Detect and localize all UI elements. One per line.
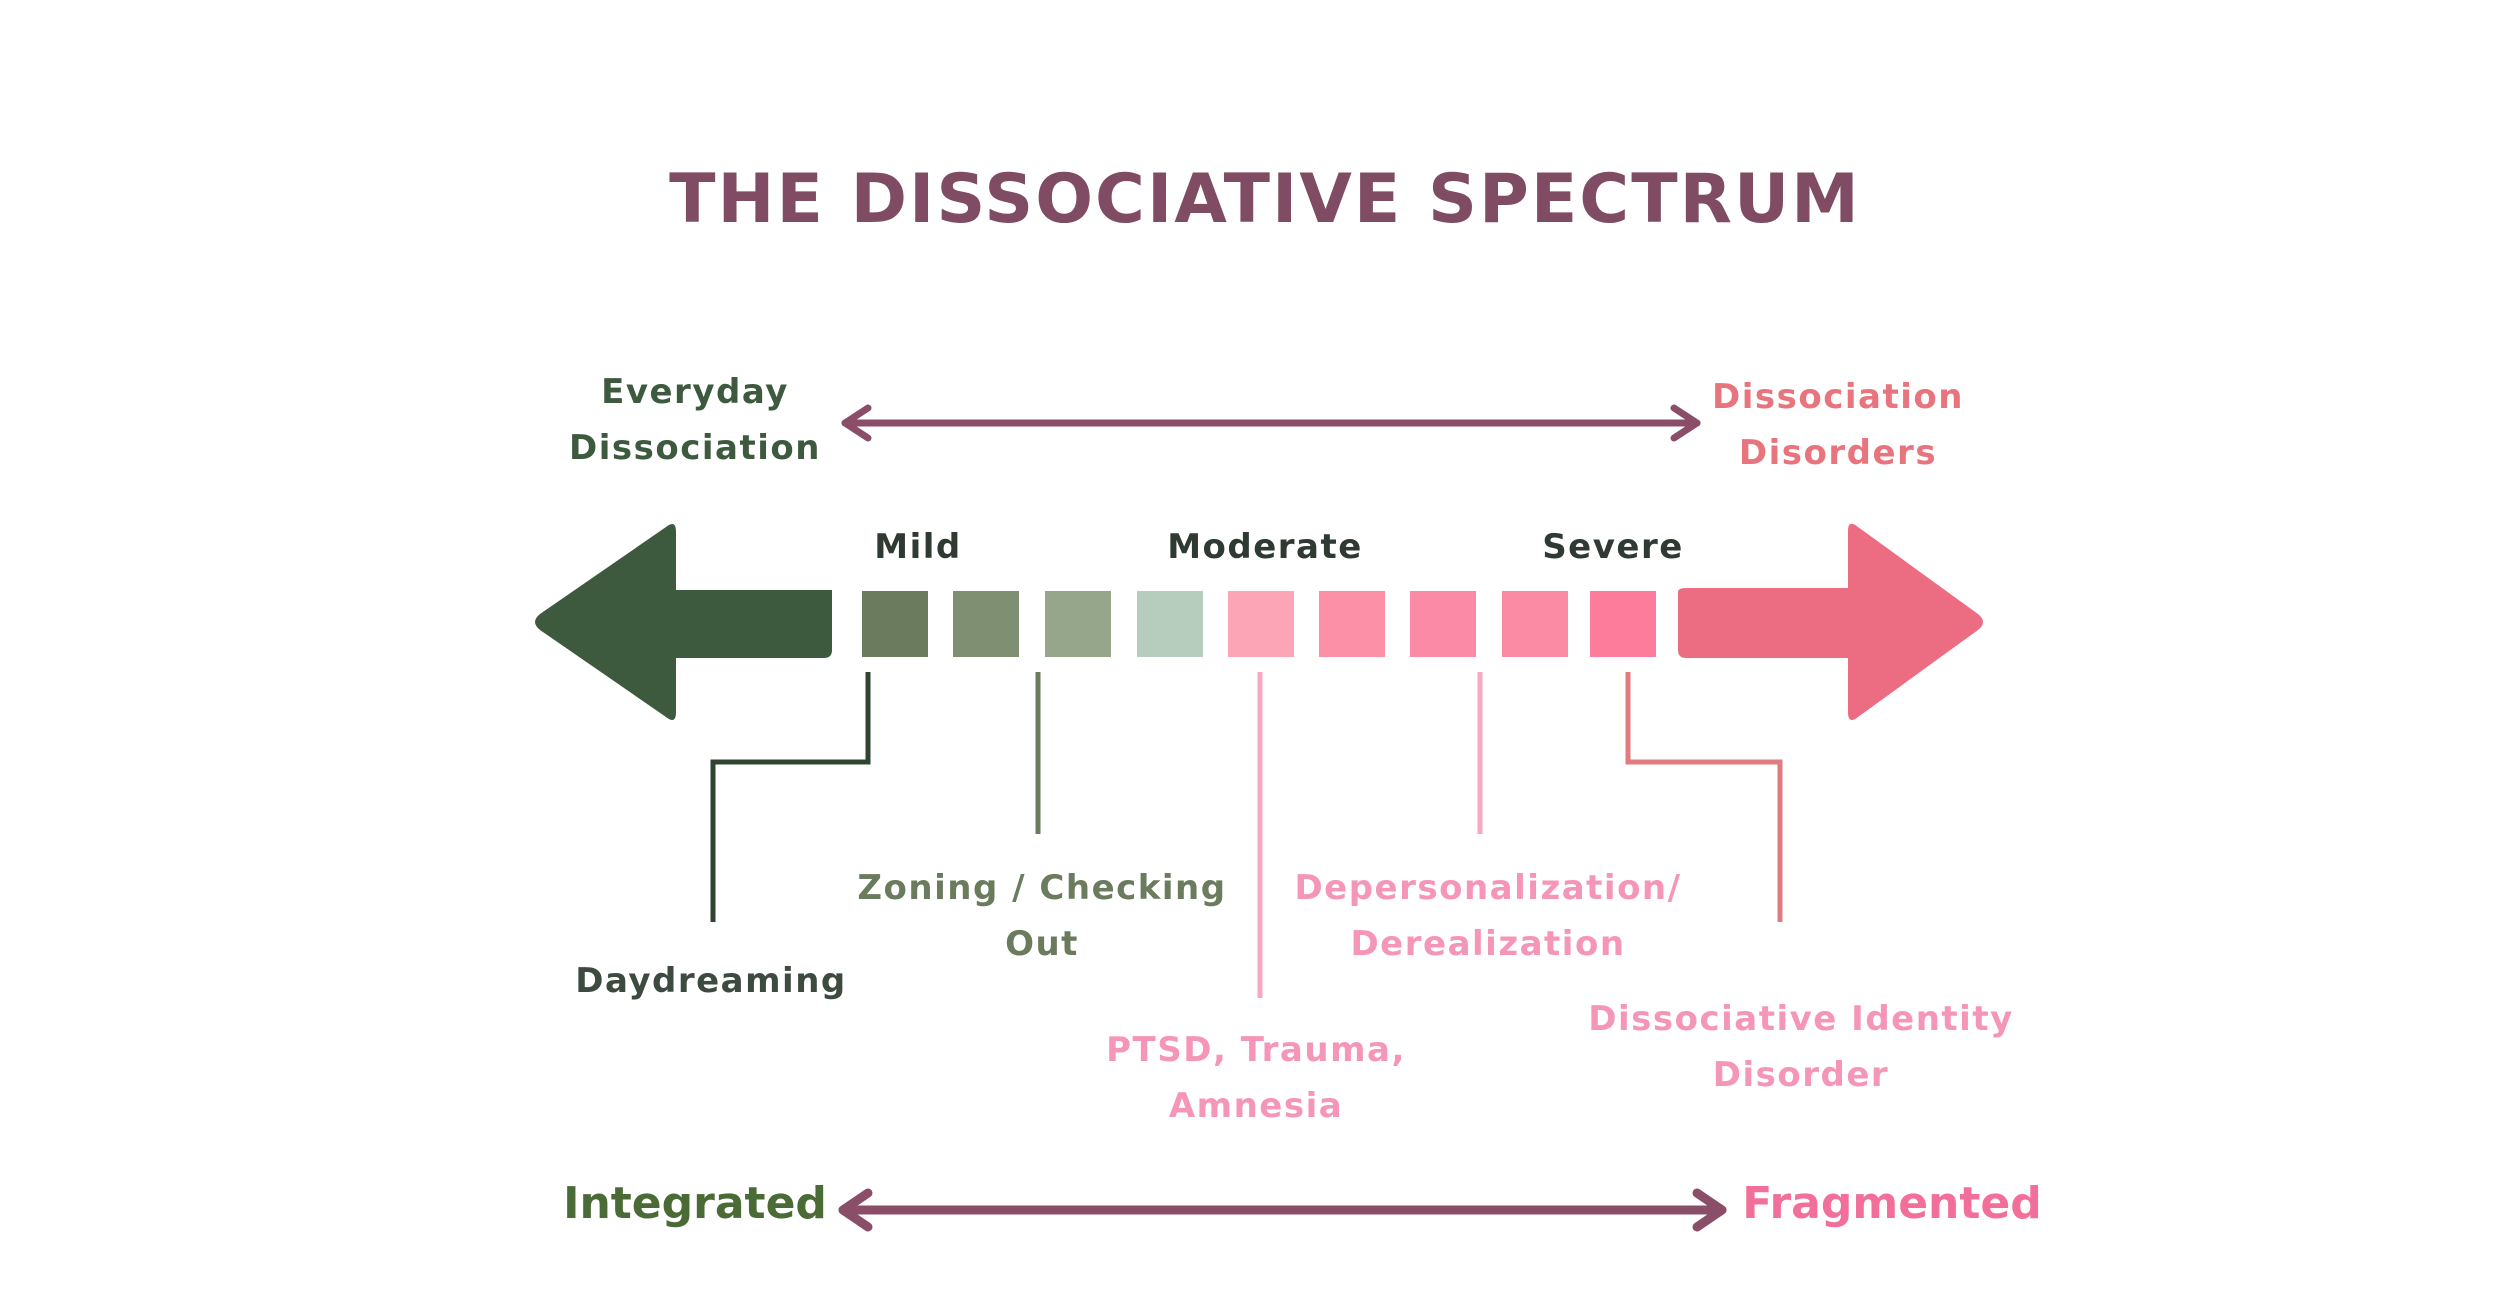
top-double-arrow-icon <box>841 404 1701 442</box>
fragmented-label: Fragmented <box>1742 1178 2042 1229</box>
dissociation-disorders-label: Dissociation <box>1712 377 1964 417</box>
severe-label: Severe <box>1542 527 1684 567</box>
did-connector <box>1625 672 1783 922</box>
depersonalization-label: Depersonalization/ <box>1294 868 1681 908</box>
spectrum-square <box>1502 591 1568 657</box>
spectrum-square <box>1410 591 1476 657</box>
zoning-label-line2: Out <box>1005 924 1079 964</box>
integrated-label: Integrated <box>563 1178 827 1229</box>
spectrum-square <box>1319 591 1385 657</box>
spectrum-square <box>862 591 928 657</box>
spectrum-square <box>953 591 1019 657</box>
daydreaming-connector <box>710 672 871 922</box>
dissociative-identity-label: Dissociative Identity <box>1588 999 2014 1039</box>
bottom-double-arrow-icon <box>838 1188 1727 1232</box>
everyday-dissociation-label-line2: Dissociation <box>569 428 821 468</box>
daydreaming-label: Daydreaming <box>575 961 847 1001</box>
dissociative-identity-label-line2: Disorder <box>1713 1055 1889 1095</box>
dissociation-disorders-label-line2: Disorders <box>1739 433 1937 473</box>
mild-label: Mild <box>874 527 961 567</box>
spectrum-square <box>1045 591 1111 657</box>
spectrum-square <box>1228 591 1294 657</box>
ptsd-label: PTSD, Trauma, <box>1106 1030 1406 1070</box>
right-arrow-icon <box>1678 523 1983 721</box>
left-arrow-icon <box>535 523 832 721</box>
zoning-label: Zoning / Checking <box>857 868 1226 908</box>
moderate-label: Moderate <box>1167 527 1363 567</box>
spectrum-square <box>1590 591 1656 657</box>
depersonalization-label-line2: Derealization <box>1350 924 1625 964</box>
spectrum-square <box>1137 591 1203 657</box>
everyday-dissociation-label: Everyday <box>601 372 789 412</box>
page-title: THE DISSOCIATIVE SPECTRUM <box>669 160 1861 239</box>
ptsd-label-line2: Amnesia <box>1169 1086 1343 1126</box>
